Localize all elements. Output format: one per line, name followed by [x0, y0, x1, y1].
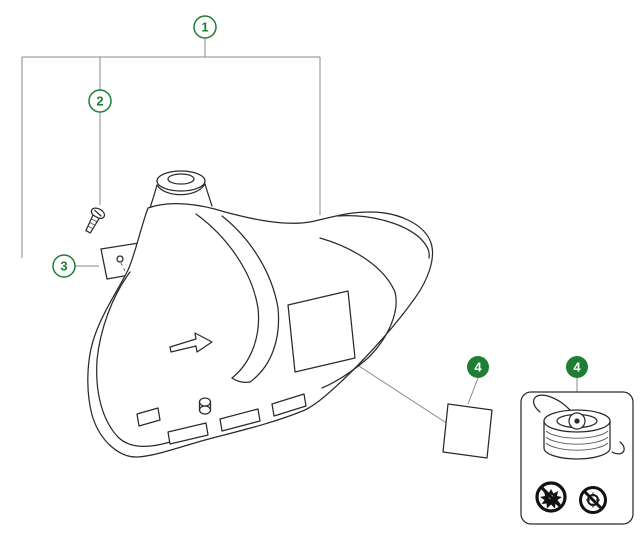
callout-3: 3: [52, 254, 76, 278]
spool-center: [574, 418, 580, 424]
guard-bowl-edge: [319, 237, 397, 389]
spool-box: [520, 391, 634, 525]
callout-circle-filled: [566, 356, 588, 378]
decal-item: [442, 403, 493, 459]
screw-head-slot: [94, 209, 102, 217]
rib: [136, 407, 161, 427]
screw-item: [85, 207, 106, 234]
callout-circle-filled: [467, 356, 489, 378]
guard-outline: [87, 203, 434, 458]
callout-circle: [52, 254, 76, 278]
boss-top: [198, 397, 212, 407]
no-saw-icon: [579, 486, 607, 514]
guard-label-area: [287, 290, 356, 373]
rib: [219, 408, 261, 432]
callout-circle: [193, 15, 217, 39]
mount-cap: [156, 170, 206, 192]
prohibition-slash: [582, 489, 604, 511]
trimmer-line-curl: [532, 394, 571, 413]
plate-hole: [116, 255, 124, 263]
prohibition-slash: [539, 485, 563, 509]
guard-body: [87, 170, 434, 458]
saw-teeth: [585, 492, 601, 508]
callout-4-decal: 4: [467, 356, 489, 378]
callout-circle: [88, 89, 112, 113]
callout-2: 2: [88, 89, 112, 113]
screw-boss: [198, 397, 212, 415]
no-blade-icon: [535, 481, 567, 513]
spool-sides: [543, 420, 611, 449]
callout-number: 3: [60, 259, 67, 274]
bottom-ribs: [136, 393, 307, 445]
spool-illustration: [532, 394, 625, 460]
screw-threads: [87, 218, 98, 229]
mount-sides: [149, 183, 213, 209]
spool-bottom: [543, 447, 611, 460]
leader-line: [467, 377, 479, 405]
callout-number: 4: [474, 360, 482, 375]
screw-shaft: [85, 214, 100, 234]
guard-hump-line: [337, 215, 430, 259]
boss-bottom: [198, 405, 212, 415]
callout-4-spool: 4: [566, 356, 588, 378]
callout-number: 4: [573, 360, 581, 375]
guard-channel-right: [221, 215, 280, 383]
decal: [442, 403, 493, 459]
guard-channel-bottom: [231, 377, 251, 383]
rib: [167, 422, 209, 445]
callout-1: 1: [193, 15, 217, 39]
rib: [271, 393, 307, 417]
spool-windings: [545, 430, 609, 451]
guard-inner-rim: [96, 271, 171, 447]
plate-dash: [120, 262, 126, 272]
mount-cap-inner: [167, 173, 195, 185]
trimmer-line-tail: [611, 441, 625, 455]
guard-channel-left: [195, 213, 260, 379]
arrow-emboss: [169, 332, 213, 353]
leader-lines: [21, 38, 578, 425]
callout-number: 2: [96, 94, 103, 109]
callout-number: 1: [201, 20, 208, 35]
